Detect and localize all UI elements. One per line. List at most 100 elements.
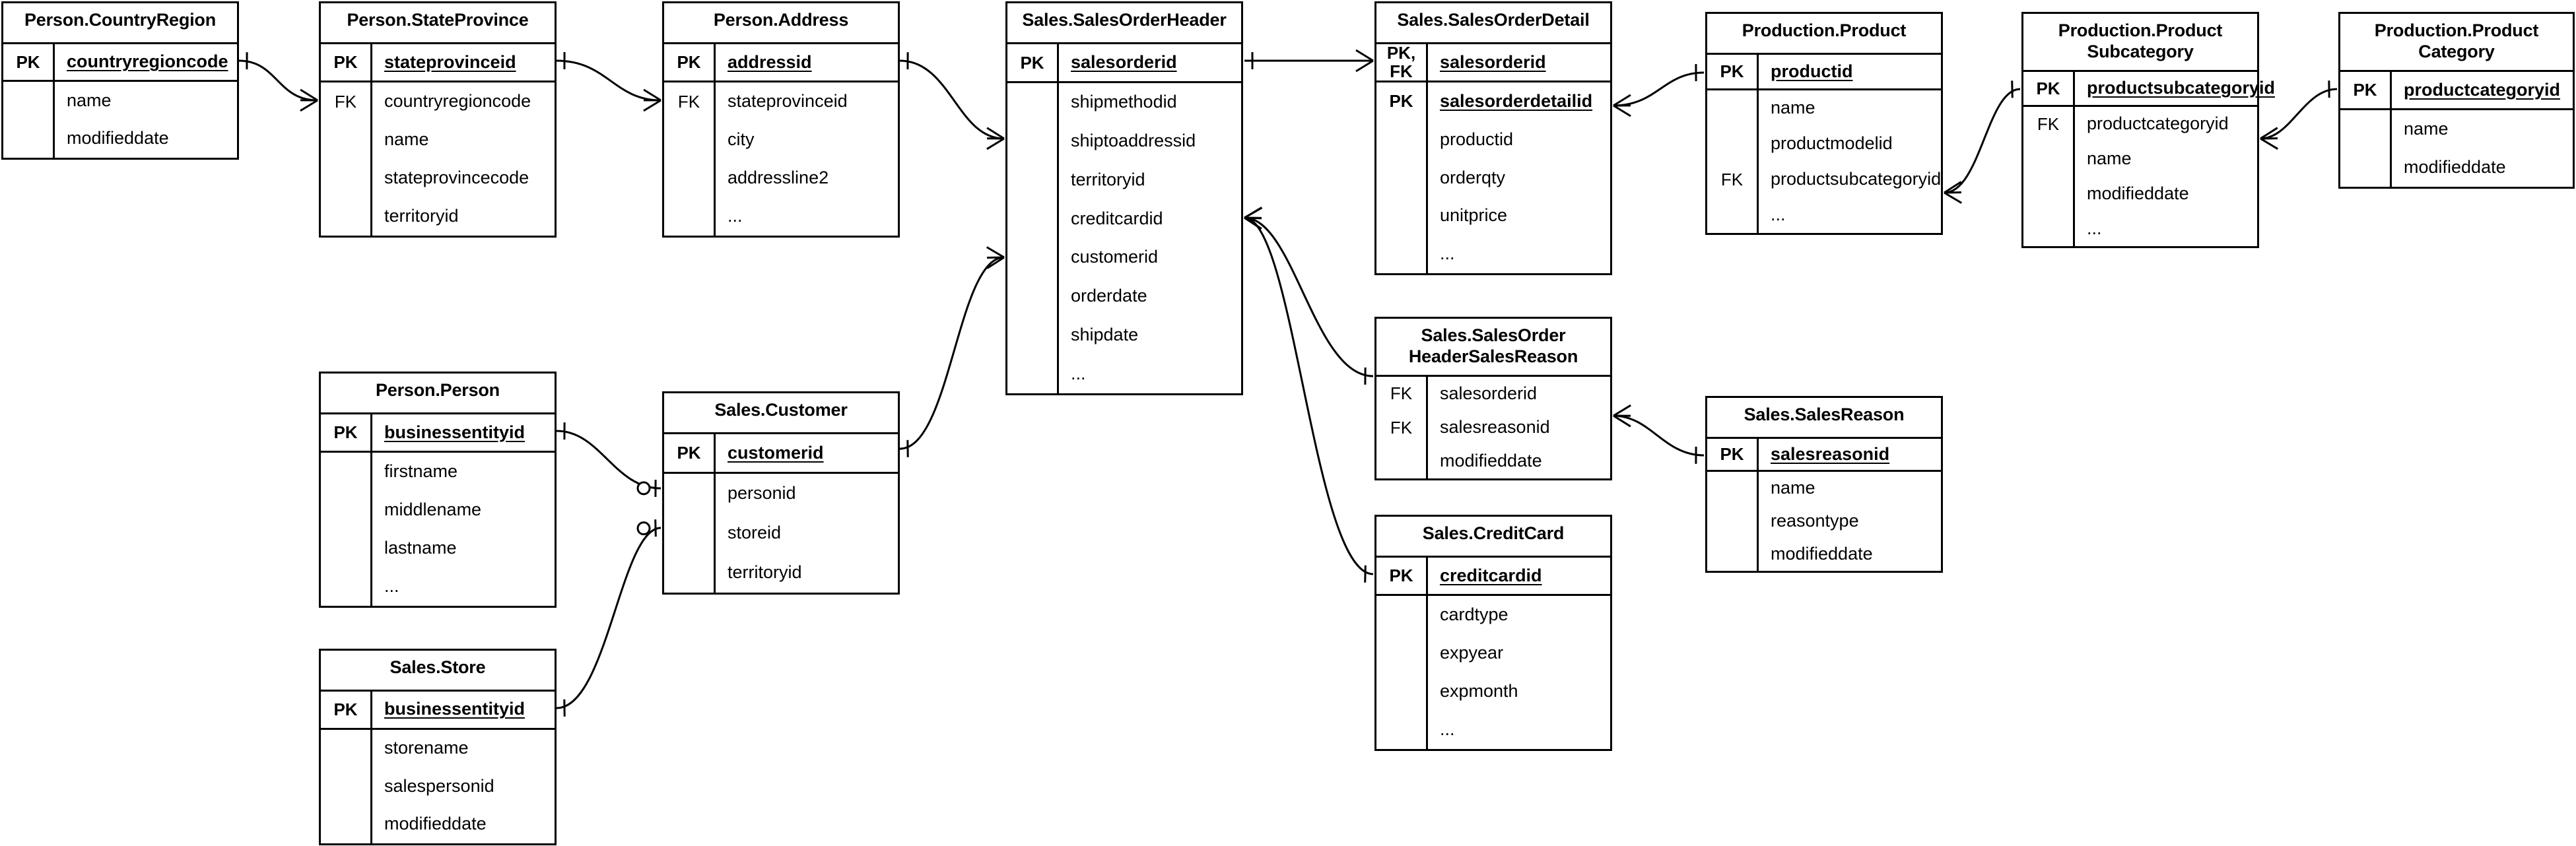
- relationship-rel-address-salesorderheader: [899, 52, 1005, 150]
- field-row[interactable]: stateprovincecode: [321, 159, 555, 197]
- field-row[interactable]: creditcardid: [1007, 199, 1241, 238]
- field-row[interactable]: name: [3, 82, 237, 120]
- field-name: reasontype: [1771, 511, 1859, 531]
- field-row[interactable]: ...: [1007, 354, 1241, 393]
- field-row[interactable]: storeid: [664, 513, 898, 553]
- field-row[interactable]: productmodelid: [1707, 126, 1941, 162]
- field-row[interactable]: city: [664, 121, 898, 159]
- field-row[interactable]: ...: [1707, 197, 1941, 233]
- field-row[interactable]: shiptoaddressid: [1007, 121, 1241, 161]
- field-row[interactable]: lastname: [321, 529, 555, 568]
- field-name: unitprice: [1440, 205, 1508, 226]
- field-row[interactable]: ...: [2023, 211, 2257, 246]
- field-row[interactable]: orderqty: [1376, 158, 1610, 197]
- field-row[interactable]: territoryid: [1007, 160, 1241, 200]
- relationship-rel-person-customer: [556, 422, 661, 497]
- field-row[interactable]: orderdate: [1007, 277, 1241, 316]
- field-name: orderqty: [1440, 167, 1506, 187]
- field-row[interactable]: name: [2340, 110, 2573, 148]
- field-row[interactable]: territoryid: [321, 197, 555, 236]
- field-row[interactable]: shipmethodid: [1007, 82, 1241, 122]
- field-row[interactable]: ...: [1376, 711, 1610, 749]
- field-key-marker: PK: [321, 414, 372, 451]
- field-name: modifieddate: [1771, 544, 1873, 564]
- field-row[interactable]: territoryid: [664, 553, 898, 593]
- field-row[interactable]: name: [2023, 141, 2257, 177]
- field-row[interactable]: customerid: [1007, 238, 1241, 277]
- field-name: salesorderid: [1440, 51, 1546, 72]
- field-row[interactable]: ...: [1376, 235, 1610, 273]
- field-key-marker: [321, 529, 372, 568]
- field-name: territoryid: [384, 206, 459, 226]
- field-name: stateprovinceid: [384, 51, 516, 72]
- field-key-marker: [1376, 158, 1428, 197]
- entity-title: Production.Product Subcategory: [2023, 14, 2257, 72]
- field-row[interactable]: modifieddate: [1376, 444, 1610, 478]
- field-key-marker: [664, 553, 716, 593]
- field-key-marker: [321, 159, 372, 197]
- field-row[interactable]: cardtype: [1376, 596, 1610, 634]
- field-row[interactable]: name: [1707, 90, 1941, 126]
- field-row[interactable]: salespersonid: [321, 767, 555, 806]
- field-row[interactable]: ...: [321, 568, 555, 606]
- field-key-marker: [3, 82, 55, 120]
- field-row[interactable]: modifieddate: [3, 119, 237, 158]
- field-row[interactable]: personid: [664, 474, 898, 513]
- field-row[interactable]: reasontype: [1707, 505, 1941, 538]
- field-row[interactable]: productid: [1376, 120, 1610, 159]
- field-row[interactable]: shipdate: [1007, 315, 1241, 355]
- field-row[interactable]: expmonth: [1376, 672, 1610, 711]
- field-row[interactable]: unitprice: [1376, 197, 1610, 236]
- field-row[interactable]: modifieddate: [2340, 148, 2573, 187]
- field-row[interactable]: middlename: [321, 491, 555, 529]
- field-row[interactable]: name: [1707, 472, 1941, 505]
- field-row[interactable]: firstname: [321, 453, 555, 491]
- field-row[interactable]: name: [321, 121, 555, 159]
- field-row[interactable]: ...: [664, 197, 898, 236]
- field-row[interactable]: modifieddate: [2023, 176, 2257, 212]
- field-row[interactable]: storename: [321, 729, 555, 767]
- field-row[interactable]: modifieddate: [1707, 538, 1941, 571]
- field-row[interactable]: expyear: [1376, 634, 1610, 672]
- field-row[interactable]: addressline2: [664, 159, 898, 197]
- field-row[interactable]: modifieddate: [321, 805, 555, 843]
- field-key-marker: [1707, 472, 1759, 505]
